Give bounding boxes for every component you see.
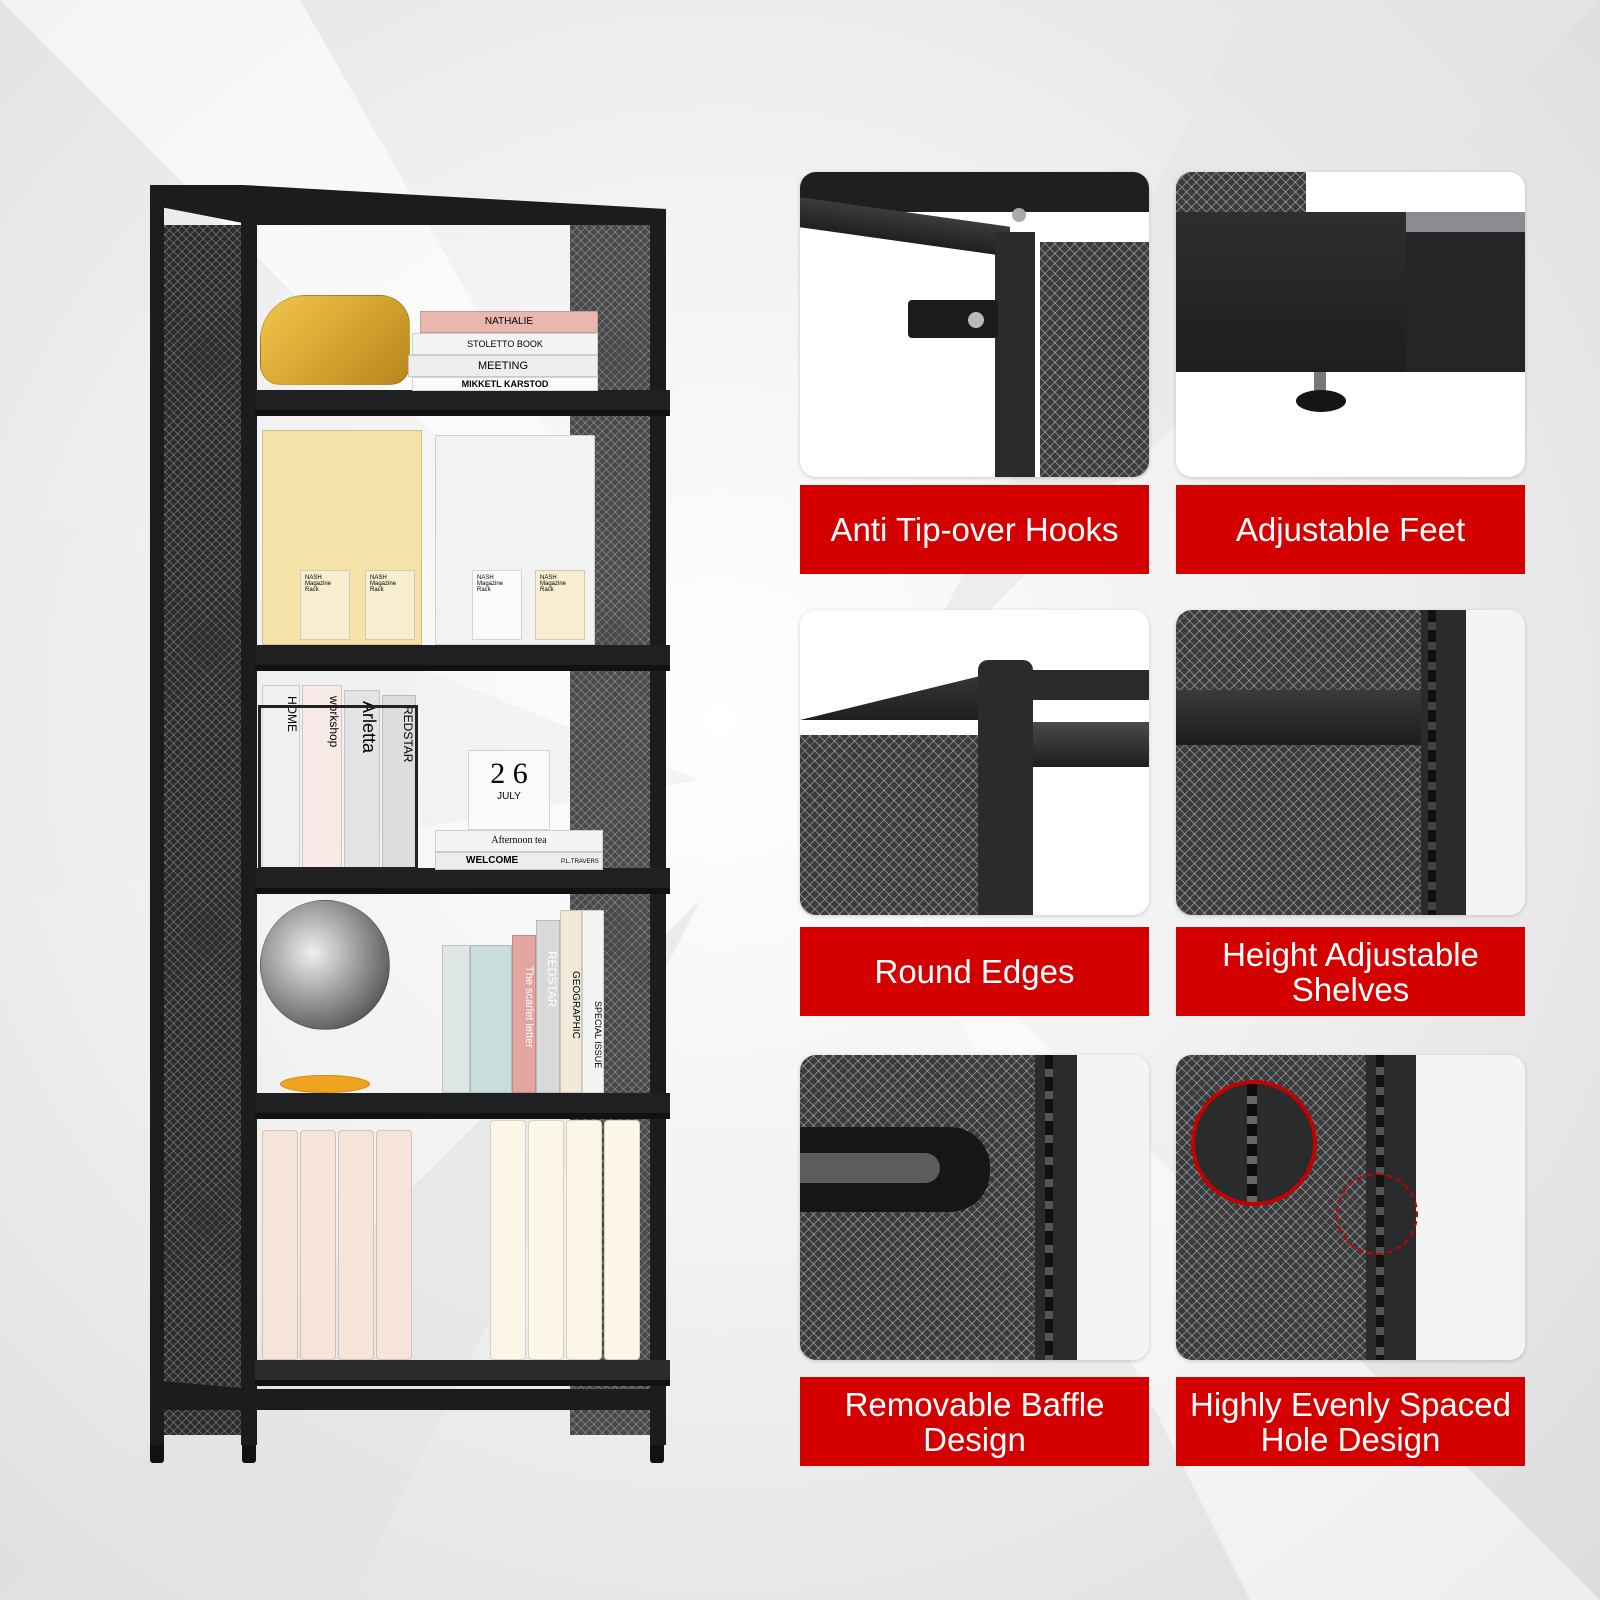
shelf-board-3 [255,868,670,894]
front-left-post [150,185,164,1445]
shelf-board-5 [255,1360,670,1386]
feature-height-adjustable: Height Adjustable Shelves [1176,610,1525,1016]
book-spine: Arletta [344,690,380,870]
adjustable-foot [650,1445,664,1463]
shelf-board-4 [255,1093,670,1119]
adjustable-foot-photo [1176,172,1525,477]
binder-cream [604,1120,640,1360]
baffle-photo [800,1055,1149,1360]
binder-cream [490,1120,526,1360]
book-spine: REDSTAR [382,695,416,870]
round-edge-photo [800,610,1149,915]
rack-label: NASH Magazine Rack [535,570,585,640]
book-stack-item: NATHALIE [420,311,598,333]
rack-label: NASH Magazine Rack [365,570,415,640]
book-spine: workshop [302,685,342,870]
binder-pink [338,1130,374,1360]
highlight-dashed-circle [1336,1173,1418,1255]
calendar-month: JULY [497,791,521,802]
binder-pink [262,1130,298,1360]
feature-removable-baffle: Removable Baffle Design [800,1055,1149,1466]
book-title: WELCOME [466,855,519,866]
front-right-post [241,200,257,1445]
feature-anti-tip: Anti Tip-over Hooks [800,172,1149,574]
book-spine [442,945,470,1093]
feature-caption: Height Adjustable Shelves [1176,927,1525,1016]
feature-caption: Anti Tip-over Hooks [800,485,1149,574]
shelf-board-1 [255,390,670,416]
zoom-magnifier-circle [1191,1080,1317,1206]
book-flat: WELCOME P.L.TRAVERS [435,852,603,870]
feature-caption: Adjustable Feet [1176,485,1525,574]
binder-cream [528,1120,564,1360]
binder-pink [300,1130,336,1360]
feature-hole-design: Highly Evenly Spaced Hole Design [1176,1055,1525,1466]
adjustable-foot [242,1445,256,1463]
gold-bull-ornament [260,295,410,385]
foot-pad-icon [1296,390,1346,412]
book-spine: The scarlet letter [512,935,536,1093]
left-side-mesh-panel [160,225,255,1435]
binder-pink [376,1130,412,1360]
book-spine [470,945,512,1093]
book-stack-item: MEETING [408,355,598,377]
book-spine: HOME [262,685,300,870]
shelf-board-2 [255,645,670,671]
book-spine: SPECIAL ISSUE [582,910,604,1093]
rack-label: NASH Magazine Rack [300,570,350,640]
hole-detail-photo [1176,1055,1525,1360]
rack-label: NASH Magazine Rack [472,570,522,640]
shelf-bracket-photo [1176,610,1525,915]
book-author: P.L.TRAVERS [561,859,599,865]
calendar-day-ones: 6 [512,757,528,790]
binder-cream [566,1120,602,1360]
wire-basket [258,705,418,870]
feature-adjustable-feet: Adjustable Feet [1176,172,1525,574]
calendar-day-tens: 2 [490,757,506,790]
globe-stand [280,1075,370,1093]
book-spine: REDSTAR [536,920,560,1093]
screw-icon [1012,208,1026,222]
book-flat: Afternoon tea [435,830,603,852]
desk-calendar: 2 6 JULY [468,750,550,830]
feature-caption: Highly Evenly Spaced Hole Design [1176,1377,1525,1466]
feature-caption: Removable Baffle Design [800,1377,1149,1466]
adjustable-foot [150,1445,164,1463]
book-stack-item: STOLETTO BOOK [412,333,598,355]
globe-ornament [260,900,390,1030]
top-frame [150,185,666,225]
anti-tip-hook-photo [800,172,1149,477]
feature-caption: Round Edges [800,927,1149,1016]
book-stack-item: MIKKETL KARSTOD [412,377,598,391]
back-right-post [650,220,666,1445]
screw-icon [968,312,984,328]
feature-round-edges: Round Edges [800,610,1149,1016]
bookshelf-product: NATHALIE STOLETTO BOOK MEETING MIKKETL K… [150,185,680,1463]
book-spine: GEOGRAPHIC [560,910,582,1093]
